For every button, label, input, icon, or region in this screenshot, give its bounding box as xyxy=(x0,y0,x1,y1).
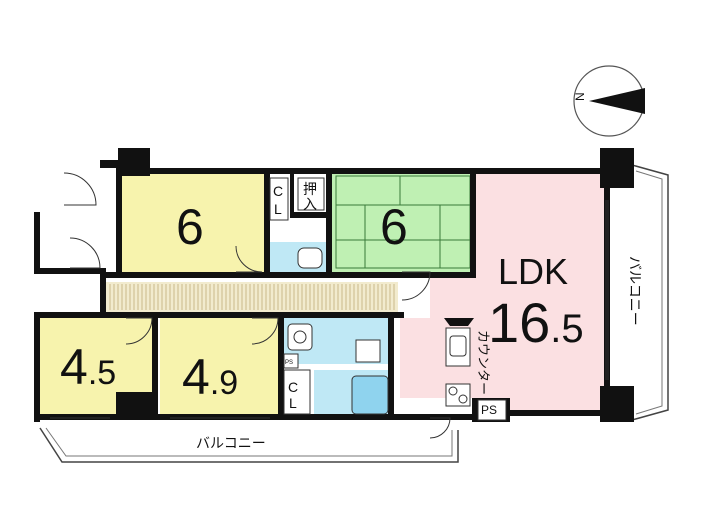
ldk-size-int: 16 xyxy=(488,291,550,354)
ps-label: PS xyxy=(481,403,497,417)
walls xyxy=(34,148,634,422)
ldk-label: LDK xyxy=(498,251,568,292)
room-4-9-int: 4 xyxy=(182,349,210,405)
closet-a xyxy=(269,177,289,221)
ps-box xyxy=(477,399,507,421)
japanese-room-size: 6 xyxy=(380,199,408,255)
doors xyxy=(63,172,451,439)
closet-b-c: C xyxy=(288,379,298,395)
fixtures xyxy=(287,247,474,415)
ldk-size-dec: .5 xyxy=(550,307,583,351)
ps-small-box xyxy=(283,353,299,369)
western-room-4-9-area xyxy=(160,318,278,416)
oshiire-2: 入 xyxy=(303,197,317,213)
north-arrow-icon xyxy=(589,88,645,114)
room-4-5-dec: .5 xyxy=(88,354,116,392)
western-room-6-size: 6 xyxy=(176,199,204,255)
closet-a-c: C xyxy=(273,183,283,199)
japanese-room-area xyxy=(332,172,474,272)
hallway-area xyxy=(106,282,398,312)
oshiire-1: 押 xyxy=(303,182,317,198)
balcony-south-label: バルコニー xyxy=(196,436,266,452)
western-room-4-9-size: 4.9 xyxy=(182,349,238,405)
room-4-5-int: 4 xyxy=(60,339,88,395)
balcony-east-label: バルコニー xyxy=(626,256,642,326)
counter-label: カウンター xyxy=(475,330,490,395)
compass-north-label: N xyxy=(573,92,587,101)
closet-b-l: L xyxy=(289,395,297,411)
western-room-6-area xyxy=(122,172,264,272)
balcony-south-area xyxy=(39,427,459,463)
ldk-size: 16.5 xyxy=(488,291,584,354)
closet-a-l: L xyxy=(274,201,282,217)
oshiire-closet xyxy=(297,177,325,211)
ps-small-label: PS xyxy=(285,360,293,366)
closet-b xyxy=(283,369,311,415)
room-4-9-dec: .9 xyxy=(210,364,238,402)
hallway-flooring xyxy=(109,284,395,310)
compass: N xyxy=(573,65,645,137)
western-room-4-5-size: 4.5 xyxy=(60,339,116,395)
windows xyxy=(50,200,609,419)
balcony-east-area xyxy=(631,164,669,421)
